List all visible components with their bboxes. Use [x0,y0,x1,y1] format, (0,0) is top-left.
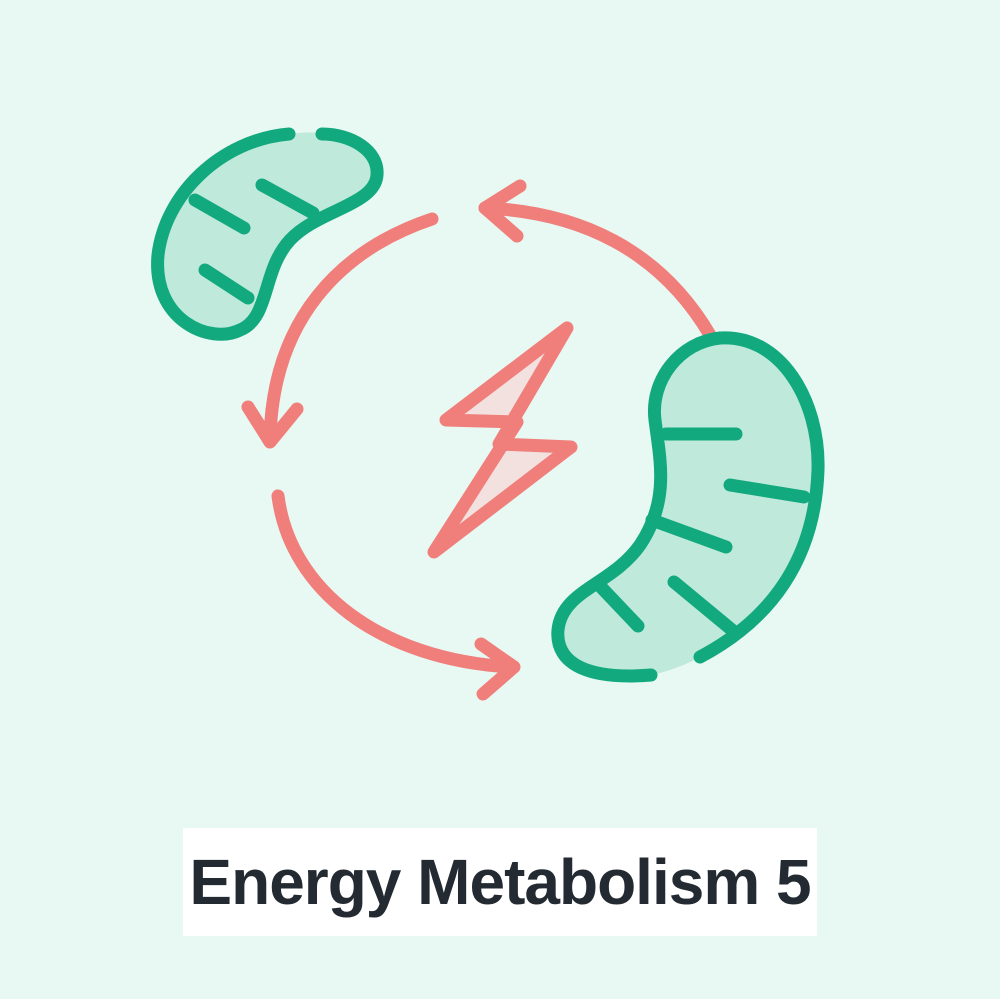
crista-d [667,575,739,637]
cycle-arrows-icon [241,179,717,701]
crista-2 [188,193,251,235]
mitochondrion-icon [151,127,384,341]
title-plate: Energy Metabolism 5 [183,828,817,936]
mitochondrion-icon [551,331,825,683]
crista-e [593,579,645,633]
arc-top-left [263,212,439,447]
page-title: Energy Metabolism 5 [189,846,811,918]
crista-c [645,513,733,554]
mitochondrion-large-outline [551,331,825,683]
arrowhead-right [474,637,521,701]
crista-b [723,478,811,504]
arrowhead-left [478,179,527,243]
lightning-bolt-icon [427,321,578,559]
crista-1 [255,178,320,220]
crista-3 [198,263,255,305]
arc-top-right [478,201,717,342]
mitochondrion-small-outline [151,127,384,341]
mitochondrion-small-fill [157,132,378,335]
arc-bottom-left [271,489,519,674]
arrowhead-down [241,400,304,449]
mitochondrion-large-fill [557,337,819,679]
